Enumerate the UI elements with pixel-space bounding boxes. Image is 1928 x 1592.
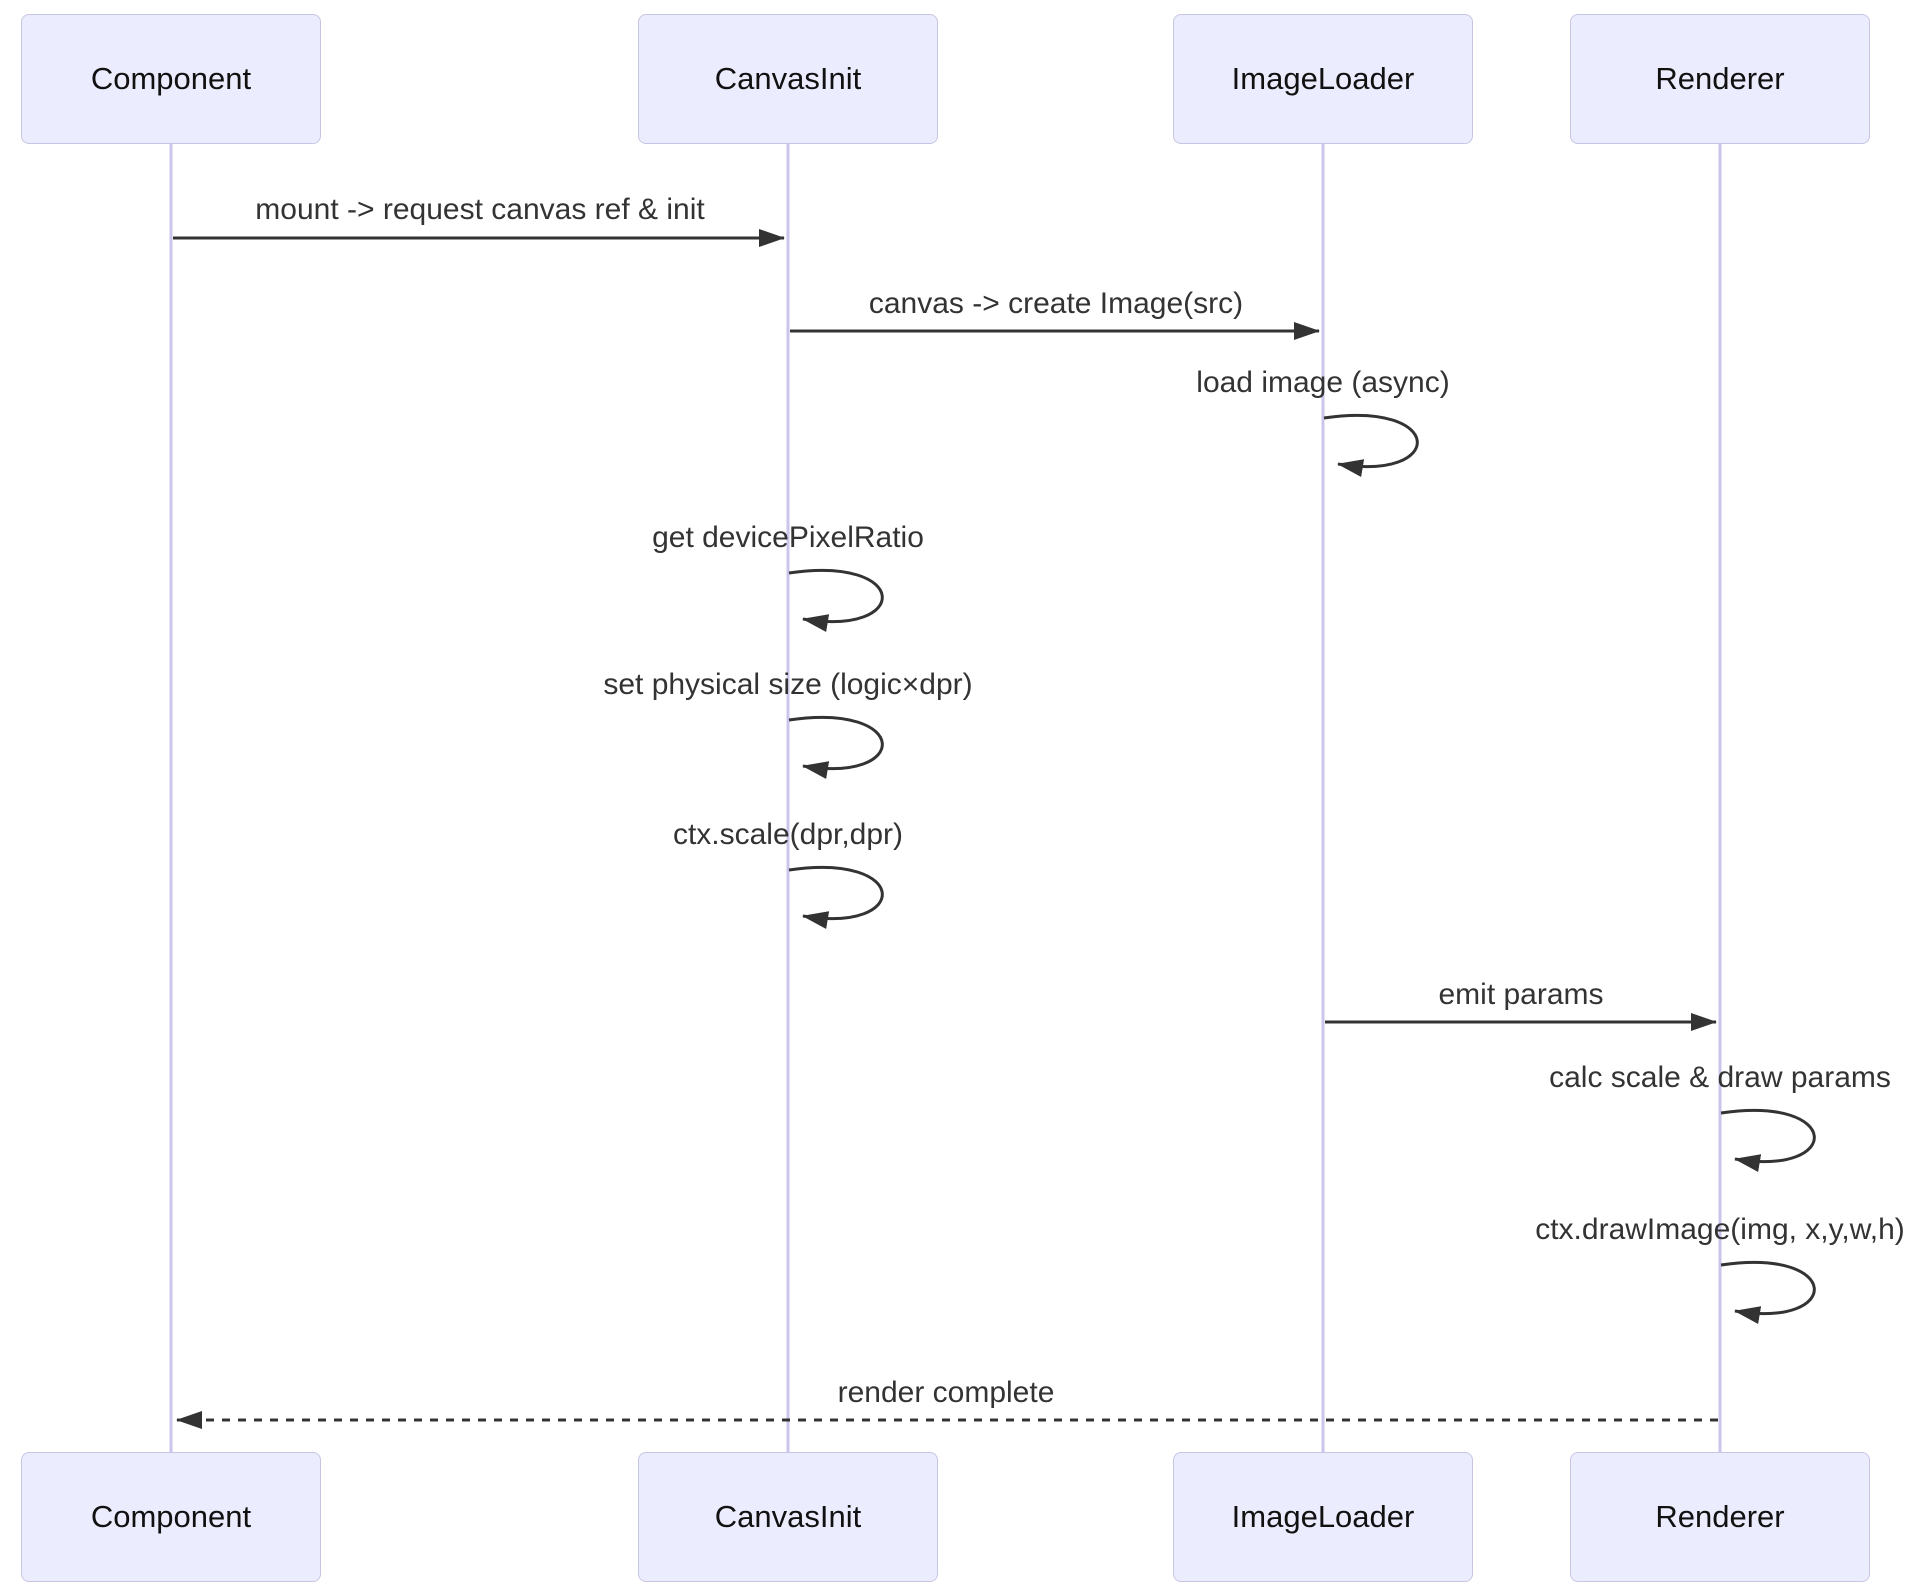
actor-box-imageloader-bottom: ImageLoader xyxy=(1173,1452,1473,1582)
actor-label-renderer-bottom: Renderer xyxy=(1655,1499,1785,1534)
actor-label-component: Component xyxy=(90,61,252,96)
actor-label-component-bottom: Component xyxy=(90,1499,252,1534)
message-label-render-complete: render complete xyxy=(837,1376,1055,1409)
actor-label-renderer: Renderer xyxy=(1655,61,1785,96)
self-loop-draw-image xyxy=(1720,1260,1816,1324)
self-loop-load-image xyxy=(1323,413,1419,477)
actor-label-canvasinit-bottom: CanvasInit xyxy=(714,1499,862,1534)
message-label-draw-image: ctx.drawImage(img, x,y,w,h) xyxy=(1535,1213,1905,1246)
actor-label-canvasinit: CanvasInit xyxy=(714,61,862,96)
message-label-set-physical-size: set physical size (logic×dpr) xyxy=(603,668,973,701)
message-label-create-image: canvas -> create Image(src) xyxy=(868,287,1244,320)
actor-box-component-top: Component xyxy=(21,14,321,144)
self-loop-calc-params xyxy=(1720,1108,1816,1172)
message-label-mount-request-init: mount -> request canvas ref & init xyxy=(255,193,705,226)
self-loop-ctx-scale xyxy=(788,865,884,929)
actor-box-renderer-top: Renderer xyxy=(1570,14,1870,144)
actor-box-canvasinit-bottom: CanvasInit xyxy=(638,1452,938,1582)
message-label-load-image: load image (async) xyxy=(1196,366,1450,399)
message-label-get-dpr: get devicePixelRatio xyxy=(652,521,924,554)
actor-label-imageloader: ImageLoader xyxy=(1231,61,1415,96)
actor-box-canvasinit-top: CanvasInit xyxy=(638,14,938,144)
actor-box-component-bottom: Component xyxy=(21,1452,321,1582)
actor-box-imageloader-top: ImageLoader xyxy=(1173,14,1473,144)
message-label-ctx-scale: ctx.scale(dpr,dpr) xyxy=(672,818,904,851)
self-loop-set-physical-size xyxy=(788,715,884,779)
message-label-emit-params: emit params xyxy=(1438,978,1604,1011)
actor-label-imageloader-bottom: ImageLoader xyxy=(1231,1499,1415,1534)
message-label-calc-params: calc scale & draw params xyxy=(1549,1061,1891,1094)
actor-box-renderer-bottom: Renderer xyxy=(1570,1452,1870,1582)
self-loop-get-dpr xyxy=(788,568,884,632)
